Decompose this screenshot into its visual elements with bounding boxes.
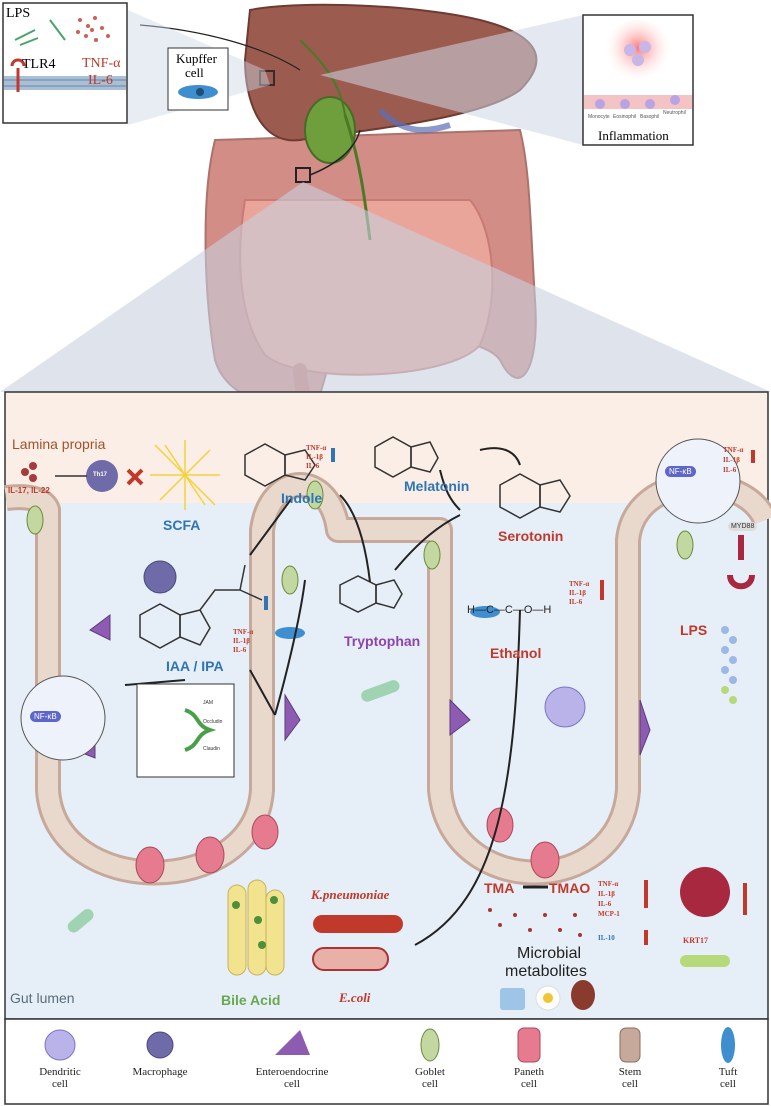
tma-label: TMA bbox=[484, 880, 515, 896]
microbial-label-1: Microbial bbox=[517, 945, 582, 962]
legend-macrophage: Macrophage bbox=[132, 1066, 188, 1078]
basophil-label: Basophil bbox=[640, 114, 660, 120]
lps-cyt-3: IL-6 bbox=[723, 466, 737, 474]
lps-right-label: LPS bbox=[680, 622, 708, 638]
claudin-label: Claudin bbox=[203, 746, 220, 752]
tnf-label: TNF-α bbox=[82, 56, 121, 71]
scfa-label: SCFA bbox=[163, 517, 201, 533]
monocyte-label: Monocyte bbox=[588, 114, 610, 120]
nfkb-right: NF-κB bbox=[665, 466, 696, 477]
legend-box bbox=[4, 1018, 769, 1105]
iaa-label: IAA / IPA bbox=[166, 658, 224, 674]
gut-lumen-label: Gut lumen bbox=[10, 990, 75, 1006]
serotonin-cyt-3: IL-6 bbox=[569, 598, 583, 606]
serotonin-label: Serotonin bbox=[498, 528, 564, 544]
gut-panel bbox=[4, 391, 771, 1020]
iaa-cyt-2: IL-1β bbox=[233, 637, 250, 645]
inflammation-inset bbox=[582, 14, 694, 146]
nfkb-left: NF-κB bbox=[30, 711, 61, 722]
krt17-label: KRT17 bbox=[683, 936, 709, 945]
tmao-cyt-2: IL-1β bbox=[598, 890, 615, 898]
lps-inset bbox=[2, 2, 128, 124]
lamina-propria-label: Lamina propria bbox=[12, 436, 106, 452]
myd88-label: MYD88 bbox=[728, 522, 758, 531]
lps-cyt-1: TNF-α bbox=[723, 446, 744, 454]
indole-cyt-3: IL-6 bbox=[306, 462, 320, 470]
lps-label: LPS bbox=[6, 6, 31, 21]
th17-label: Th17 bbox=[93, 472, 108, 478]
jam-label: JAM bbox=[203, 700, 213, 706]
indole-cyt-2: IL-1β bbox=[306, 453, 323, 461]
melatonin-label: Melatonin bbox=[404, 478, 470, 494]
tlr4-label: TLR4 bbox=[22, 57, 56, 72]
kp-label: K.pneumoniae bbox=[311, 887, 390, 902]
serotonin-cyt-2: IL-1β bbox=[569, 589, 586, 597]
bile-acid-label: Bile Acid bbox=[221, 992, 281, 1008]
indole-cyt-1: TNF-α bbox=[306, 444, 327, 452]
ethanol-label: Ethanol bbox=[490, 645, 542, 661]
kupffer-label-2: cell bbox=[185, 65, 204, 80]
neutrophil-label: Neutrophil bbox=[663, 110, 686, 116]
tryptophan-label: Tryptophan bbox=[344, 633, 421, 649]
tmao-label: TMAO bbox=[549, 880, 591, 896]
ethanol-formula: H—C—C—O—H bbox=[467, 604, 552, 616]
th17-cytokines: IL-17, IL-22 bbox=[8, 486, 50, 495]
kupffer-inset bbox=[167, 47, 229, 111]
tmao-cyt-1: TNF-α bbox=[598, 880, 619, 888]
il10-label: IL-10 bbox=[598, 934, 615, 942]
inflammation-title: Inflammation bbox=[598, 128, 669, 143]
eosinophil-label: Eosinophil bbox=[613, 114, 637, 120]
il6-label: IL-6 bbox=[88, 73, 113, 88]
iaa-cyt-1: TNF-α bbox=[233, 628, 254, 636]
occludin-label: Occludin bbox=[203, 719, 223, 725]
ecoli-label: E.coli bbox=[339, 990, 371, 1005]
zoom-cone bbox=[0, 182, 771, 392]
tmao-cyt-3: IL-6 bbox=[598, 900, 612, 908]
lps-cyt-2: IL-1β bbox=[723, 456, 740, 464]
legend-icons bbox=[44, 1027, 735, 1063]
microbial-label-2: metabolites bbox=[505, 963, 587, 980]
serotonin-cyt-1: TNF-α bbox=[569, 580, 590, 588]
indole-label: Indole bbox=[281, 490, 323, 506]
iaa-cyt-3: IL-6 bbox=[233, 646, 247, 654]
tmao-cyt-4: MCP-1 bbox=[598, 910, 620, 918]
kupffer-label-1: Kupffer bbox=[176, 51, 217, 66]
